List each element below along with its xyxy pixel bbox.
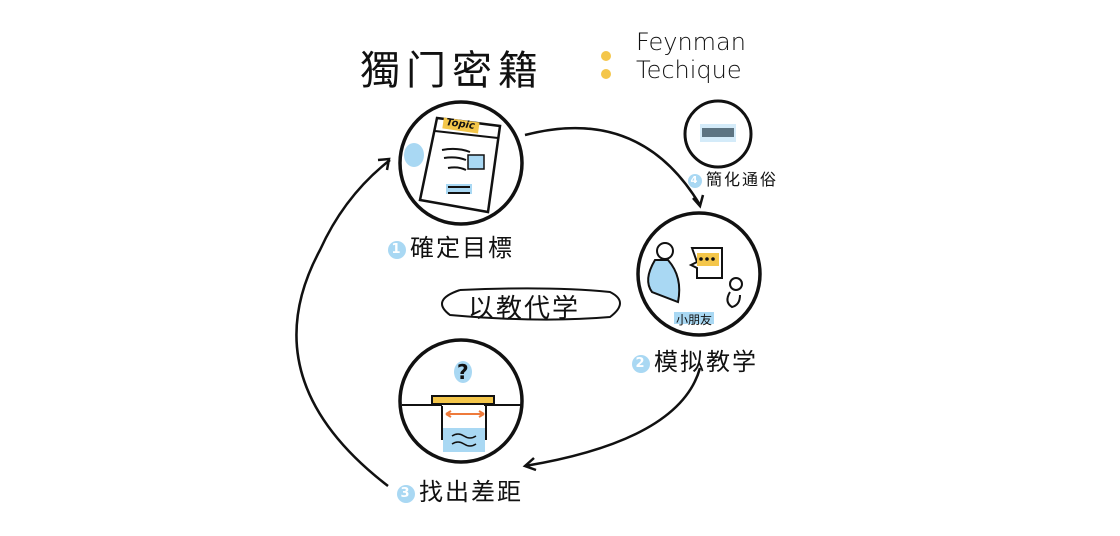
step-number-badge: 1 [388,240,406,259]
question-mark: ? [457,360,469,384]
title-colon-dot [601,51,611,61]
minus-highlight [700,124,736,142]
arrow-2-to-3 [524,367,702,468]
child-tag: 小朋友 [676,313,713,327]
arrow-1-to-2 [524,126,702,206]
step4-circle [683,99,753,169]
paper-icon [404,116,502,214]
title-english: Feynman Techique [636,28,746,84]
title-english-line2: Techique [636,56,742,84]
gap-icon [402,361,522,452]
step3-circle [398,338,524,464]
title-english-line1: Feynman [636,28,746,56]
center-label: 以教代学 [468,294,581,324]
step-number-badge: 2 [632,354,650,373]
step4-text: 簡化通俗 [706,170,779,189]
arrow-3-to-1 [295,159,391,487]
cycle-arrows [295,126,705,487]
step2-text: 模拟教学 [654,348,758,376]
step-number-badge: 3 [397,484,415,503]
step1-text: 確定目標 [410,234,514,262]
title-chinese: 獨门密籍 [360,48,544,94]
step4-label: 4 簡化通俗 [688,166,778,190]
teaching-icon [647,242,743,324]
title-colon-dot [601,69,611,79]
step3-text: 找出差距 [419,478,523,506]
step2-circle [636,211,762,337]
step-number-badge: 4 [688,173,702,188]
step1-circle [398,100,524,226]
center-label-frame [441,287,621,321]
